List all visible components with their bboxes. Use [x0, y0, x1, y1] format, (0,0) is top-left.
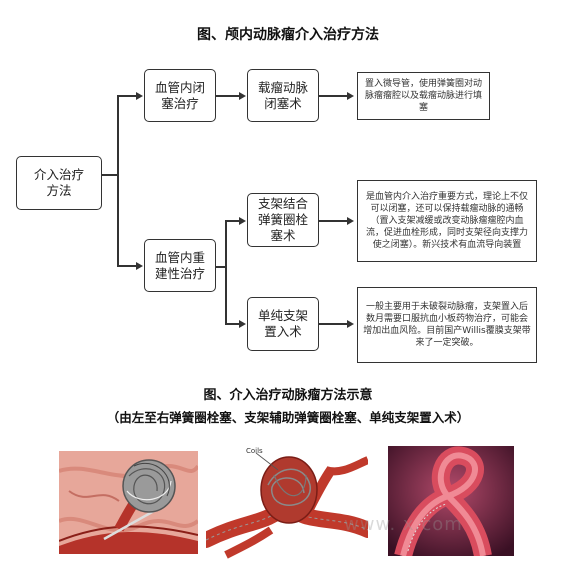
arrow-icon [347, 216, 354, 225]
connector [117, 95, 137, 97]
note-occlusion-method-text: 置入微导管，使用弹簧圈对动脉瘤瘤腔以及载瘤动脉进行填塞 [364, 79, 482, 113]
connector [215, 95, 240, 97]
connector [225, 220, 240, 222]
figure-caption: 图、介入治疗动脉瘤方法示意 [203, 388, 373, 403]
node-occlusion: 血管内闭塞治疗 [144, 69, 216, 122]
node-root-label: 介入治疗方法 [33, 167, 84, 198]
connector [117, 95, 119, 266]
node-stent-coil: 支架结合弹簧圈栓塞术 [247, 193, 319, 247]
note-stent-coil: 是血管内介入治疗重要方式，理论上不仅可以闭塞，还可以保持载瘤动脉的通畅（置入支架… [357, 180, 537, 262]
arrow-icon [136, 261, 143, 270]
figure-subcaption: （由左至右弹簧圈栓塞、支架辅助弹簧圈栓塞、单纯支架置入术） [106, 410, 470, 425]
node-root: 介入治疗方法 [16, 156, 102, 210]
note-stent-only: 一般主要用于未破裂动脉瘤，支架置入后数月需要口服抗血小板药物治疗，可能会增加出血… [357, 287, 537, 363]
connector [318, 323, 348, 325]
connector [101, 174, 118, 176]
watermark: www. x.com [344, 514, 463, 535]
node-occlusion-method-label: 载瘤动脉闭塞术 [257, 79, 308, 111]
node-stent-coil-label: 支架结合弹簧圈栓塞术 [257, 196, 308, 243]
note-occlusion-method: 置入微导管，使用弹簧圈对动脉瘤瘤腔以及载瘤动脉进行填塞 [357, 72, 490, 120]
connector [215, 266, 226, 268]
arrow-icon [347, 91, 354, 100]
node-occlusion-method: 载瘤动脉闭塞术 [247, 69, 319, 122]
node-reconstruction: 血管内重建性治疗 [144, 239, 216, 292]
arrow-icon [239, 216, 246, 225]
connector [117, 265, 137, 267]
arrow-icon [239, 319, 246, 328]
stent-assisted-coil-image: Coils [206, 445, 368, 560]
node-stent-only: 单纯支架置入术 [247, 297, 319, 351]
coils-label: Coils [246, 447, 263, 455]
node-occlusion-label: 血管内闭塞治疗 [154, 79, 205, 111]
connector [225, 323, 240, 325]
stent-only-image [388, 446, 514, 556]
node-stent-only-label: 单纯支架置入术 [258, 308, 309, 339]
coil-embolization-image [59, 451, 198, 554]
connector [318, 95, 348, 97]
arrow-icon [347, 319, 354, 328]
arrow-icon [239, 91, 246, 100]
arrow-icon [136, 91, 143, 100]
diagram-title: 图、颅内动脉瘤介入治疗方法 [197, 27, 379, 43]
note-stent-only-text: 一般主要用于未破裂动脉瘤，支架置入后数月需要口服抗血小板药物治疗，可能会增加出血… [363, 302, 531, 348]
connector [225, 220, 227, 324]
connector [318, 220, 348, 222]
note-stent-coil-text: 是血管内介入治疗重要方式，理论上不仅可以闭塞，还可以保持载瘤动脉的通畅（置入支架… [365, 192, 528, 250]
node-reconstruction-label: 血管内重建性治疗 [154, 249, 205, 281]
